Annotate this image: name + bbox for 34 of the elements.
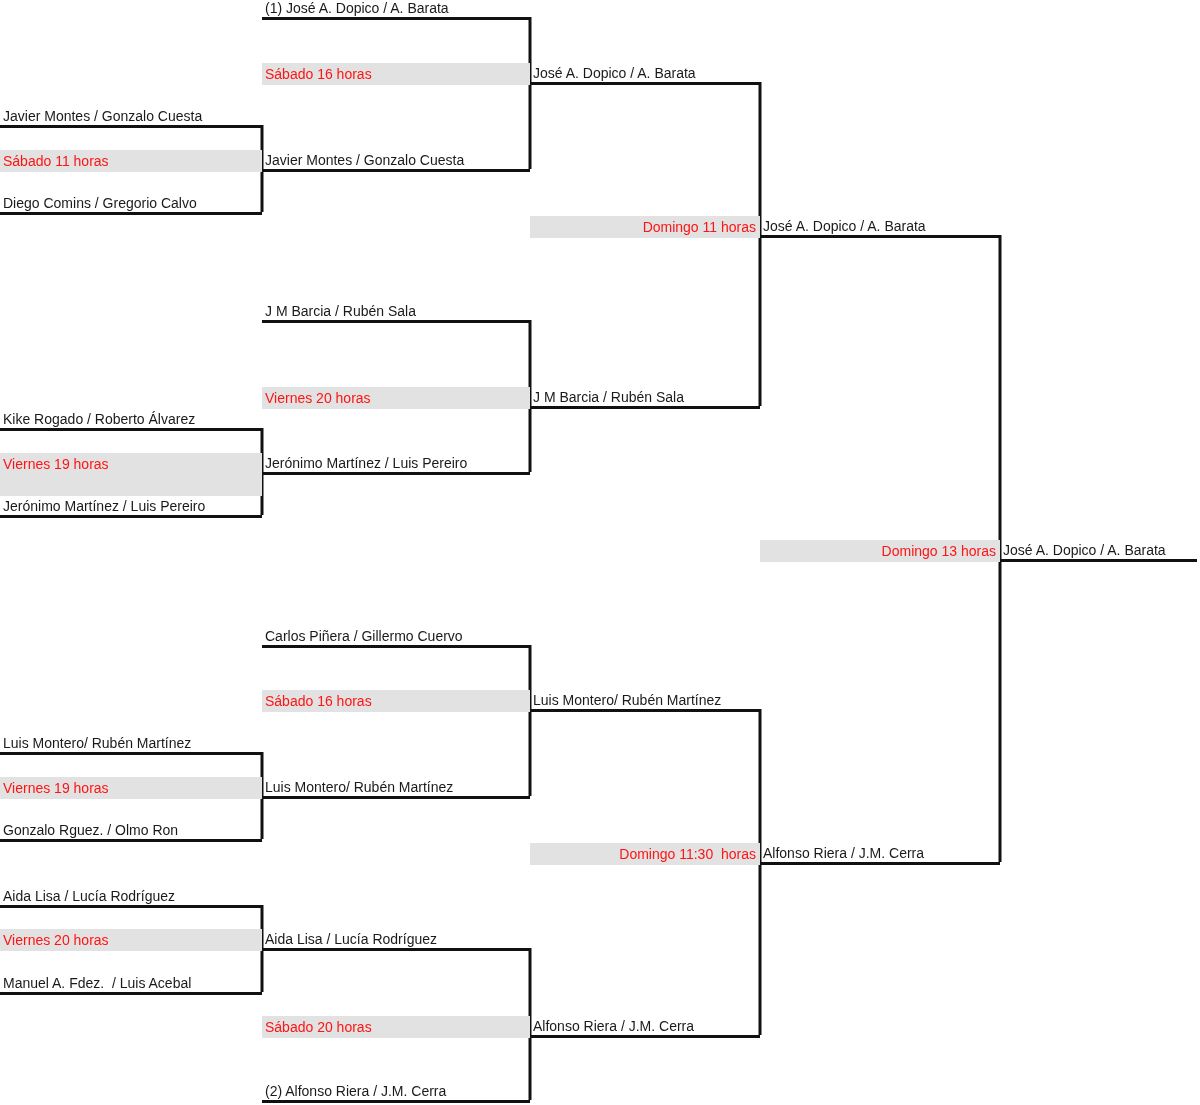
team-slot: Carlos Piñera / Gillermo Cuervo bbox=[262, 627, 530, 648]
time-band: Viernes 20 horas bbox=[262, 387, 530, 409]
team-slot: José A. Dopico / A. Barata bbox=[760, 217, 1000, 238]
team-slot: Alfonso Riera / J.M. Cerra bbox=[530, 1017, 760, 1038]
team-slot: Luis Montero/ Rubén Martínez bbox=[530, 691, 760, 712]
team-slot: Javier Montes / Gonzalo Cuesta bbox=[0, 107, 262, 128]
team-slot: Luis Montero/ Rubén Martínez bbox=[262, 778, 530, 799]
team-slot: Javier Montes / Gonzalo Cuesta bbox=[262, 151, 530, 172]
team-slot: José A. Dopico / A. Barata bbox=[1000, 541, 1197, 562]
time-band: Viernes 19 horas bbox=[0, 453, 262, 496]
team-slot: Luis Montero/ Rubén Martínez bbox=[0, 734, 262, 755]
time-band: Sábado 20 horas bbox=[262, 1016, 530, 1038]
time-band: Viernes 20 horas bbox=[0, 929, 262, 951]
team-slot: Gonzalo Rguez. / Olmo Ron bbox=[0, 821, 262, 842]
team-slot: Aida Lisa / Lucía Rodríguez bbox=[0, 887, 262, 908]
time-band: Sábado 11 horas bbox=[0, 150, 262, 172]
team-slot: Alfonso Riera / J.M. Cerra bbox=[760, 844, 1000, 865]
team-slot: Jerónimo Martínez / Luis Pereiro bbox=[262, 454, 530, 475]
team-slot: J M Barcia / Rubén Sala bbox=[262, 302, 530, 323]
time-band: Sábado 16 horas bbox=[262, 690, 530, 712]
team-slot: Aida Lisa / Lucía Rodríguez bbox=[262, 930, 530, 951]
time-band: Sábado 16 horas bbox=[262, 63, 530, 85]
time-band: Domingo 11:30 horas bbox=[530, 843, 760, 865]
team-slot: Manuel A. Fdez. / Luis Acebal bbox=[0, 974, 262, 995]
team-slot: Jerónimo Martínez / Luis Pereiro bbox=[0, 497, 262, 518]
team-slot: José A. Dopico / A. Barata bbox=[530, 64, 760, 85]
team-slot: (1) José A. Dopico / A. Barata bbox=[262, 0, 530, 20]
time-band: Domingo 11 horas bbox=[530, 216, 760, 238]
team-slot: Diego Comins / Gregorio Calvo bbox=[0, 194, 262, 215]
time-band: Domingo 13 horas bbox=[760, 540, 1000, 562]
team-slot: Kike Rogado / Roberto Álvarez bbox=[0, 410, 262, 431]
time-band: Viernes 19 horas bbox=[0, 777, 262, 799]
team-slot: J M Barcia / Rubén Sala bbox=[530, 388, 760, 409]
team-slot: (2) Alfonso Riera / J.M. Cerra bbox=[262, 1082, 530, 1103]
